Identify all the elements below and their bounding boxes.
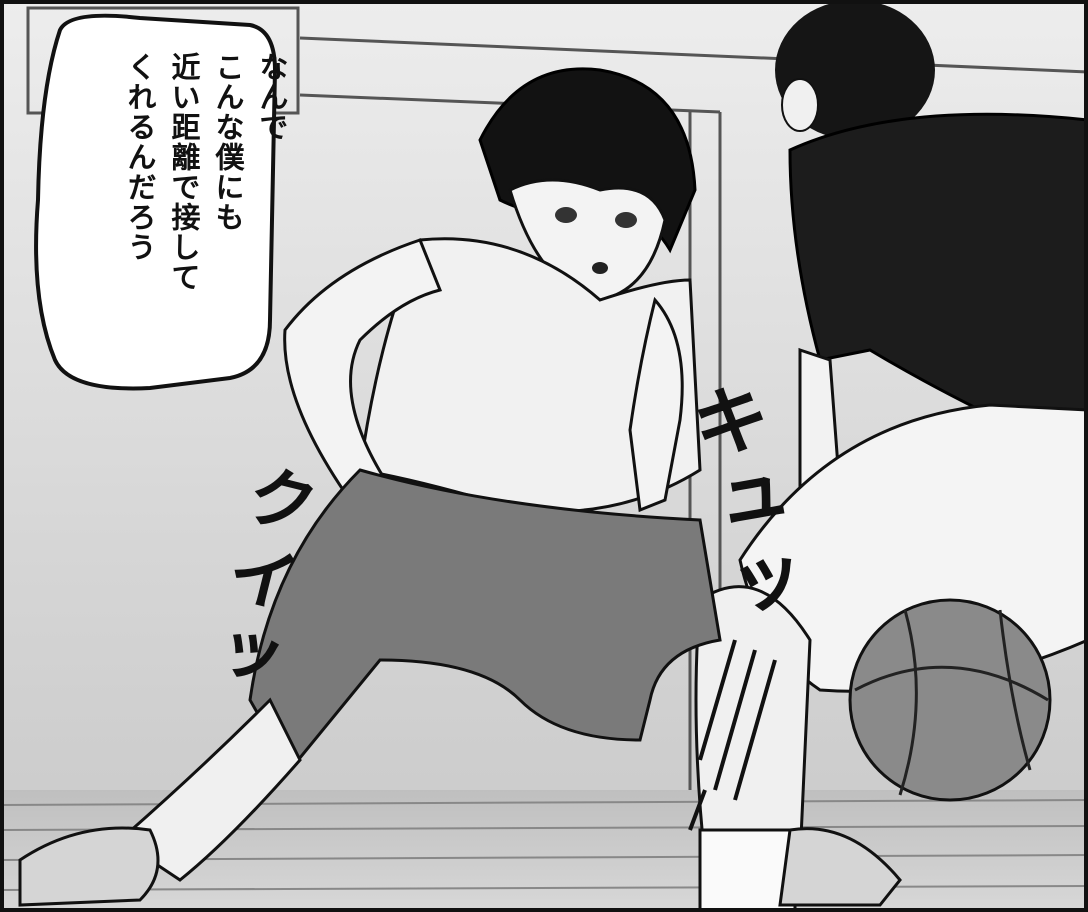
speech-balloon [34, 13, 278, 391]
character-left-shoe [18, 826, 160, 907]
character-shorts [248, 468, 722, 773]
mouth [592, 262, 608, 274]
left-eye [555, 207, 577, 223]
character-shirt [358, 237, 702, 514]
opponent-player [694, 0, 1088, 912]
speech-line-3: 近い距離で接して [167, 52, 201, 292]
speech-line-1: なんで [255, 52, 289, 142]
character-right-arm [628, 296, 684, 513]
basketball [848, 598, 1052, 802]
speech-line-2: こんな僕にも [211, 52, 245, 232]
right-eye [615, 212, 637, 228]
opponent-sock [698, 828, 797, 912]
speech-line-4: くれるんだろう [123, 52, 157, 262]
speech-balloon-text: なんで こんな僕にも 近い距離で接して くれるんだろう [118, 52, 294, 372]
character-right-shoe [778, 827, 902, 907]
opponent-shirt [788, 112, 1088, 422]
main-character [18, 67, 902, 907]
motion-lines [688, 639, 777, 831]
